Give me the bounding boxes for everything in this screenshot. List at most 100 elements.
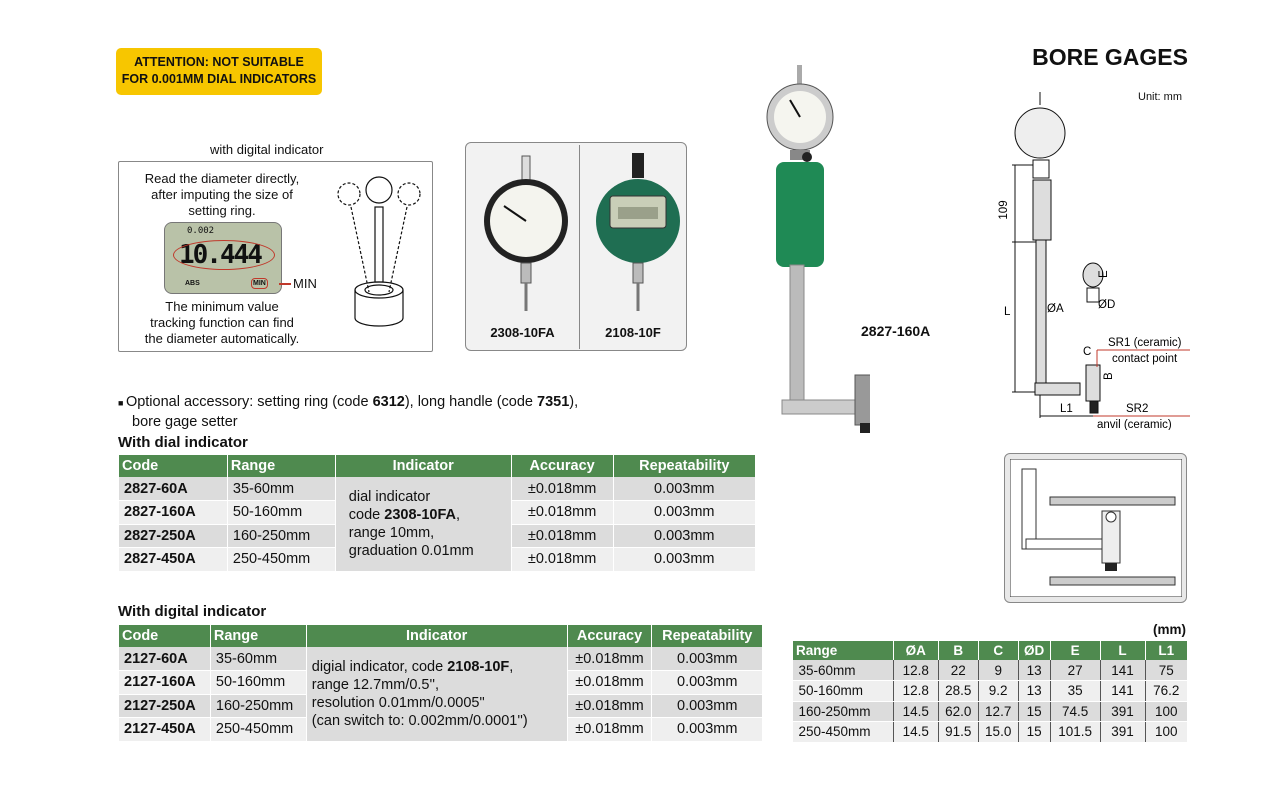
setting-ring-code: 6312 <box>372 394 405 410</box>
accuracy-cell: ±0.018mm <box>510 477 614 501</box>
column-header: C <box>977 641 1019 660</box>
dim-cell: 141 <box>1099 660 1145 681</box>
repeatability-cell: 0.003mm <box>612 477 755 501</box>
column-header: Repeatability <box>651 625 762 647</box>
dim-cell: 250-450mm <box>792 721 894 743</box>
column-header: Range <box>226 455 336 477</box>
indicator-code: 2308-10FA <box>384 506 457 523</box>
product-label: 2827-160A <box>861 323 931 339</box>
dim-cell: 15 <box>1017 701 1051 722</box>
indicator-text: (can switch to: 0.002mm/0.0001'') <box>311 712 528 729</box>
text-line: The minimum value <box>165 299 279 314</box>
dim-table-unit: (mm) <box>1153 622 1186 637</box>
lcd-display: 0.002 10.444 ABS MIN <box>164 222 282 294</box>
accuracy-cell: ±0.018mm <box>566 670 652 695</box>
dim-cell: 9.2 <box>977 680 1019 702</box>
accuracy-cell: ±0.018mm <box>510 500 614 525</box>
dim-C: C <box>1083 346 1091 358</box>
attention-line: ATTENTION: NOT SUITABLE <box>134 55 304 69</box>
digital-indicator-image <box>596 153 680 311</box>
accessory-text: Optional accessory: setting ring (code <box>125 394 373 410</box>
column-header: Code <box>118 625 211 647</box>
column-header: Code <box>118 455 228 477</box>
column-header: B <box>937 641 979 660</box>
accessory-text: bore gage setter <box>132 414 238 430</box>
dim-cell: 391 <box>1099 721 1145 743</box>
dimension-diagram: 109 L ØA E ØD C B L1 SR1 (ceramic) conta… <box>998 92 1190 430</box>
bore-gage-photo <box>766 65 870 433</box>
repeatability-cell: 0.003mm <box>612 547 755 572</box>
accuracy-cell: ±0.018mm <box>510 547 614 572</box>
dim-cell: 75 <box>1144 660 1187 681</box>
digital-info-box: Read the diameter directly,after imputin… <box>118 161 433 352</box>
dim-cell: 76.2 <box>1144 680 1187 702</box>
column-header: E <box>1049 641 1101 660</box>
indicator-text: , <box>509 658 514 675</box>
column-header: Repeatability <box>612 455 755 477</box>
dial-table-heading: With dial indicator <box>118 434 248 451</box>
indicator-photos: 2308-10FA 2108-10F <box>465 142 687 351</box>
dim-D: ØD <box>1098 299 1115 311</box>
dim-L: L <box>1004 306 1011 318</box>
column-header: Indicator <box>334 455 512 477</box>
range-cell: 250-450mm <box>209 717 307 742</box>
accuracy-cell: ±0.018mm <box>566 717 652 742</box>
contact-point-label: contact point <box>1112 353 1178 365</box>
setting-ring-illustration <box>337 176 421 327</box>
indicator-text: range 10mm, <box>348 524 435 541</box>
dim-cell: 391 <box>1099 701 1145 722</box>
dim-cell: 13 <box>1017 660 1051 681</box>
repeatability-cell: 0.003mm <box>612 524 755 548</box>
usage-diagram <box>1004 453 1187 603</box>
accessory-note: ■ Optional accessory: setting ring (code… <box>118 393 578 432</box>
range-cell: 35-60mm <box>226 477 336 501</box>
dial-indicator-image <box>484 155 568 311</box>
accessory-text: ), <box>569 394 579 410</box>
dim-cell: 15 <box>1017 721 1051 743</box>
text-line: the diameter automatically. <box>144 331 300 346</box>
dim-cell: 141 <box>1099 680 1145 702</box>
dim-cell: 74.5 <box>1049 701 1101 722</box>
accessory-text: ), long handle (code <box>404 394 538 410</box>
range-cell: 50-160mm <box>226 500 336 525</box>
indicator-cell: digial indicator, code 2108-10F,range 12… <box>305 647 567 742</box>
column-header: Accuracy <box>566 625 652 647</box>
indicator-code: 2108-10F <box>605 325 661 340</box>
lcd-min: MIN <box>251 278 268 289</box>
dim-cell: 28.5 <box>937 680 979 702</box>
indicator-text: dial indicator <box>348 488 431 505</box>
indicator-text: code <box>348 506 385 523</box>
dim-cell: 12.7 <box>977 701 1019 722</box>
column-header: L <box>1099 641 1145 660</box>
page-title: BORE GAGES <box>1032 44 1188 70</box>
range-cell: 50-160mm <box>209 670 307 695</box>
dim-cell: 14.5 <box>892 721 939 743</box>
dim-109: 109 <box>998 200 1010 219</box>
range-cell: 250-450mm <box>226 547 336 572</box>
lcd-abs: ABS <box>185 280 200 287</box>
dim-cell: 100 <box>1144 701 1187 722</box>
dim-cell: 101.5 <box>1049 721 1101 743</box>
code-cell: 2127-250A <box>118 694 211 718</box>
column-header: Range <box>209 625 307 647</box>
dim-cell: 15.0 <box>977 721 1019 743</box>
dim-cell: 13 <box>1017 680 1051 702</box>
column-header: ØD <box>1017 641 1051 660</box>
repeatability-cell: 0.003mm <box>651 647 762 671</box>
dim-B: B <box>1103 372 1115 380</box>
dim-cell: 50-160mm <box>792 680 894 702</box>
range-cell: 35-60mm <box>209 647 307 671</box>
dim-cell: 22 <box>937 660 979 681</box>
